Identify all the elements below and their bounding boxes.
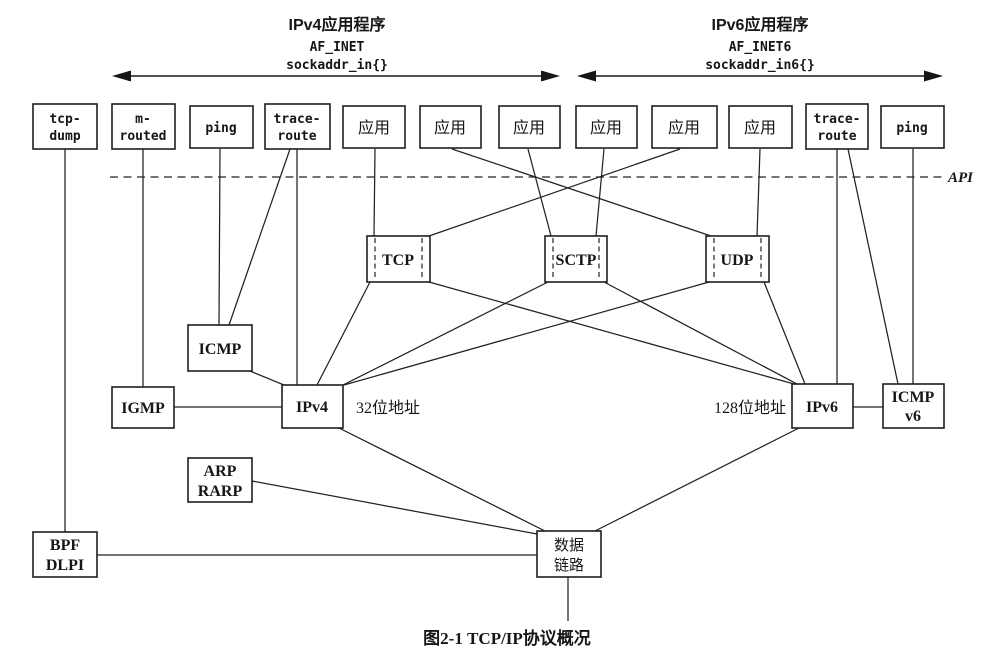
node-arp-rarp: ARP RARP <box>187 457 253 503</box>
app-5-label: 应用 <box>668 118 700 137</box>
node-sctp: SCTP <box>544 235 608 283</box>
ping-right-label: ping <box>896 121 927 136</box>
edge-ipv6-datalink <box>594 427 800 532</box>
node-app-1: 应用 <box>342 105 406 149</box>
ipv6-addr-size-note: 128位地址 <box>714 399 786 417</box>
node-udp: UDP <box>705 235 770 283</box>
edge-app3-sctp <box>527 148 552 237</box>
edge-icmp-ipv4 <box>249 370 285 386</box>
udp-label: UDP <box>721 252 754 269</box>
node-app-3: 应用 <box>498 105 561 149</box>
tcpdump-label-2: dump <box>49 129 80 144</box>
edge-tcp-ipv4 <box>316 281 371 386</box>
ipv4-label: IPv4 <box>296 399 328 416</box>
node-app-5: 应用 <box>651 105 718 149</box>
traceroute-left-label-1: trace- <box>274 112 321 127</box>
igmp-label: IGMP <box>121 400 165 417</box>
mrouted-label-1: m- <box>135 112 151 127</box>
edge-app2-udp <box>451 148 712 237</box>
mrouted-label-2: routed <box>120 129 167 144</box>
ipv4-addr-size-note: 32位地址 <box>356 399 420 417</box>
edge-udp-ipv4 <box>343 281 710 386</box>
ping-left-label: ping <box>205 121 236 136</box>
edge-sctp-ipv6 <box>603 281 798 385</box>
edge-tcp-ipv6 <box>428 281 795 385</box>
node-ping-right: ping <box>880 105 945 149</box>
node-bpf-dlpi: BPF DLPI <box>32 531 98 578</box>
app-6-label: 应用 <box>744 118 776 137</box>
datalink-label-2: 链路 <box>554 557 584 574</box>
icmpv6-label-1: ICMP <box>892 389 935 406</box>
traceroute-right-label-1: trace- <box>814 112 861 127</box>
ipv4-apps-title: IPv4应用程序 <box>289 15 386 34</box>
app-2-label: 应用 <box>434 118 466 137</box>
node-ping-left: ping <box>189 105 254 149</box>
figure-caption: 图2-1 TCP/IP协议概况 <box>423 628 591 648</box>
edge-traceroute-icmp <box>228 148 291 326</box>
node-datalink: 数据 链路 <box>536 530 602 578</box>
datalink-label-1: 数据 <box>554 537 584 554</box>
edge-ipv4-datalink <box>338 427 546 532</box>
edge-traceroute6-icmpv6 <box>847 148 899 385</box>
traceroute-left-label-2: route <box>277 129 316 144</box>
dlpi-label: DLPI <box>46 557 84 574</box>
node-app-4: 应用 <box>575 105 638 149</box>
connection-lines <box>64 148 914 621</box>
rarp-label: RARP <box>198 483 243 500</box>
node-mrouted: m- routed <box>111 103 176 150</box>
ipv6-apps-title: IPv6应用程序 <box>712 15 809 34</box>
ipv6-family-label: AF_INET6 <box>729 40 792 55</box>
node-tcp: TCP <box>366 235 431 283</box>
arp-label: ARP <box>204 463 237 480</box>
bpf-label: BPF <box>50 537 80 554</box>
app-4-label: 应用 <box>590 118 622 137</box>
node-app-6: 应用 <box>728 105 793 149</box>
icmpv6-label-2: v6 <box>905 408 921 425</box>
node-igmp: IGMP <box>111 386 175 429</box>
ipv6-label: IPv6 <box>806 399 838 416</box>
node-traceroute-left: trace- route <box>264 103 331 150</box>
tcpdump-label-1: tcp- <box>49 112 80 127</box>
edge-app5-tcp <box>428 148 681 237</box>
node-icmpv6: ICMP v6 <box>882 383 945 429</box>
node-icmp: ICMP <box>187 324 253 372</box>
sctp-label: SCTP <box>556 252 597 269</box>
ipv6-sockaddr-label: sockaddr_in6{} <box>705 58 815 73</box>
edge-app6-udp <box>756 148 761 237</box>
icmp-label: ICMP <box>199 341 242 358</box>
edge-udp-ipv6 <box>763 281 806 385</box>
app-3-label: 应用 <box>513 118 545 137</box>
tcp-label: TCP <box>382 252 414 269</box>
ipv6-header: IPv6应用程序 AF_INET6 sockaddr_in6{} <box>705 15 815 73</box>
edge-app1-tcp <box>373 148 376 237</box>
node-ipv4: IPv4 <box>281 384 344 429</box>
node-traceroute-right: trace- route <box>805 103 869 150</box>
ipv4-sockaddr-label: sockaddr_in{} <box>286 58 388 73</box>
edge-app4-sctp <box>595 148 605 237</box>
ipv4-family-label: AF_INET <box>310 40 365 55</box>
node-app-2: 应用 <box>419 105 482 149</box>
ipv4-span-arrow <box>112 70 560 82</box>
ipv4-header: IPv4应用程序 AF_INET sockaddr_in{} <box>286 15 388 73</box>
edge-sctp-ipv4 <box>342 281 549 386</box>
api-label: API <box>947 170 974 186</box>
node-tcpdump: tcp- dump <box>32 103 98 150</box>
node-ipv6: IPv6 <box>791 383 854 429</box>
edge-ping-icmp <box>218 148 221 326</box>
ipv6-span-arrow <box>577 70 943 82</box>
traceroute-right-label-2: route <box>817 129 856 144</box>
app-1-label: 应用 <box>358 118 390 137</box>
edge-arp-datalink <box>251 480 538 535</box>
